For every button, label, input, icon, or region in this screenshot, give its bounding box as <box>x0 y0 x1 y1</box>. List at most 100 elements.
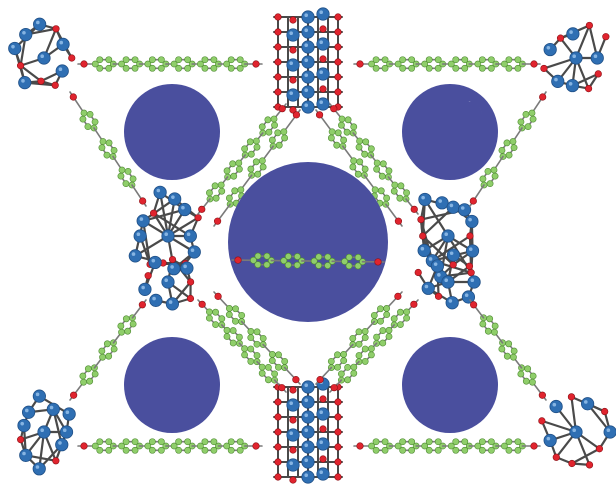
metal-atom <box>417 243 431 258</box>
metal-atom-highlight <box>289 61 294 65</box>
metal-atom-highlight <box>304 473 309 478</box>
carbon-atom <box>377 317 384 325</box>
metal-atom-highlight <box>21 79 25 83</box>
carbon-atom <box>367 145 375 153</box>
carbon-atom <box>491 328 498 336</box>
metal-atom-highlight <box>304 43 309 47</box>
carbon-atom <box>341 258 349 265</box>
metal-atom-highlight <box>20 421 25 426</box>
oxygen-atom <box>539 93 547 101</box>
metal-atom <box>148 255 162 270</box>
metal-atom <box>316 407 330 421</box>
carbon-atom <box>284 261 292 269</box>
oxygen-atom <box>139 197 147 205</box>
carbon-atom <box>379 327 387 334</box>
metal-atom <box>153 185 167 199</box>
carbon-atom <box>396 194 404 202</box>
carbon-atom <box>434 64 442 72</box>
carbon-atom <box>263 261 271 269</box>
metal-atom-highlight <box>289 91 294 95</box>
carbon-atom <box>84 365 92 373</box>
oxygen-atom <box>602 33 610 41</box>
metal-atom <box>301 410 315 424</box>
metal-atom-highlight <box>40 54 44 58</box>
carbon-atom <box>212 194 220 202</box>
metal-atom-highlight <box>168 300 173 304</box>
carbon-atom <box>124 327 132 335</box>
oxygen-atom <box>330 384 338 392</box>
carbon-atom <box>122 56 130 64</box>
metal-atom <box>19 448 33 462</box>
oxygen-atom <box>530 60 538 68</box>
carbon-atom <box>361 165 369 173</box>
metal-atom-highlight <box>170 265 174 269</box>
carbon-atom <box>381 64 389 72</box>
carbon-atom <box>170 60 178 68</box>
metal-atom <box>569 425 583 439</box>
carbon-atom <box>258 157 266 165</box>
carbon-atom <box>425 438 433 446</box>
metal-atom <box>446 248 461 262</box>
metal-atom-highlight <box>304 383 309 388</box>
metal-atom <box>446 200 460 214</box>
metal-atom-highlight <box>62 428 67 433</box>
metal-atom <box>165 297 180 311</box>
carbon-atom <box>218 315 226 323</box>
carbon-atom <box>503 139 511 147</box>
carbon-atom <box>461 446 469 454</box>
carbon-atom <box>201 438 209 446</box>
metal-atom-highlight <box>424 284 429 289</box>
carbon-atom <box>385 333 393 340</box>
carbon-atom <box>461 64 469 72</box>
carbon-atom <box>327 134 335 142</box>
carbon-atom <box>236 438 244 446</box>
carbon-atom <box>399 56 407 64</box>
carbon-atom <box>345 253 353 261</box>
carbon-atom <box>268 351 276 358</box>
carbon-atom <box>254 170 262 178</box>
oxygen-atom <box>334 58 342 66</box>
carbon-atom <box>253 137 260 145</box>
carbon-atom <box>258 369 266 377</box>
metal-atom <box>301 85 315 99</box>
metal-atom-highlight <box>572 428 576 433</box>
carbon-atom <box>361 150 369 158</box>
metal-atom-highlight <box>460 206 465 210</box>
metal-atom-highlight <box>36 20 40 25</box>
metal-atom <box>55 438 69 452</box>
carbon-atom <box>350 157 358 165</box>
carbon-atom <box>148 438 156 446</box>
carbon-atom <box>333 141 341 149</box>
carbon-atom <box>96 446 104 454</box>
oxygen-atom <box>37 77 45 85</box>
oxygen-atom <box>334 428 342 436</box>
carbon-atom <box>383 311 391 319</box>
carbon-atom <box>315 262 323 269</box>
oxygen-atom <box>252 442 260 450</box>
metal-atom-highlight <box>136 232 141 236</box>
carbon-atom <box>131 446 139 454</box>
carbon-atom <box>217 181 225 189</box>
carbon-atom <box>271 121 278 129</box>
carbon-atom <box>327 357 335 365</box>
oxygen-atom <box>316 376 324 384</box>
carbon-atom <box>210 64 218 72</box>
metal-atom-highlight <box>183 264 187 269</box>
metal-atom <box>21 405 36 419</box>
oxygen-atom <box>434 292 443 300</box>
carbon-atom <box>253 340 261 348</box>
carbon-atom <box>212 308 219 316</box>
metal-atom-highlight <box>58 441 62 445</box>
oxygen-atom <box>319 85 327 93</box>
carbon-atom <box>241 345 248 353</box>
oxygen-atom <box>449 261 457 269</box>
carbon-atom <box>175 56 183 64</box>
metal-atom-highlight <box>464 293 469 298</box>
oxygen-atom <box>16 62 25 70</box>
carbon-atom <box>390 187 398 195</box>
oxygen-atom <box>556 34 565 42</box>
carbon-atom <box>122 64 130 72</box>
metal-atom <box>301 25 315 39</box>
carbon-atom <box>377 305 384 313</box>
carbon-atom <box>529 378 536 386</box>
